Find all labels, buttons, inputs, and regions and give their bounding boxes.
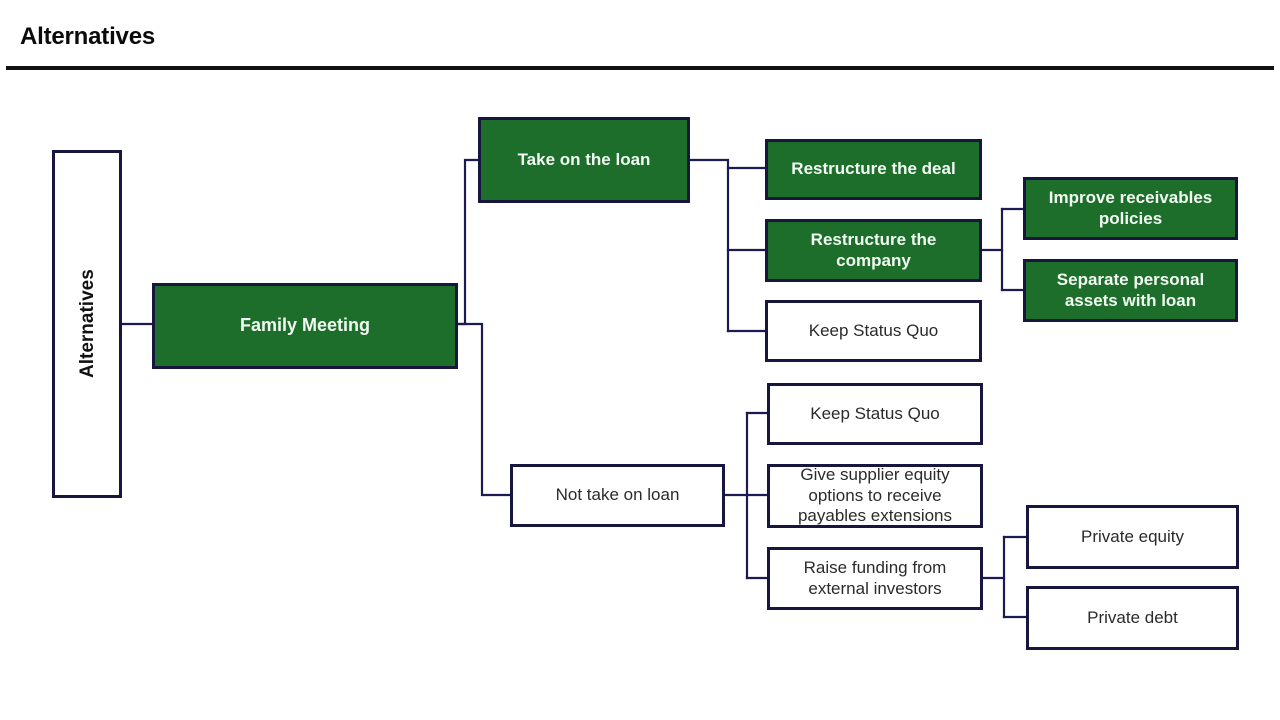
node-label: Take on the loan — [517, 149, 651, 169]
header-divider — [6, 66, 1274, 70]
edge-family-to-not-take-loan — [456, 322, 512, 497]
edge-family-to-take-loan — [456, 158, 480, 326]
edge-restructure-company-stem — [980, 248, 1004, 292]
node-label: Alternatives — [76, 269, 98, 379]
node-label: Separate personal assets with loan — [1056, 269, 1205, 310]
node-alternatives-root[interactable]: Alternatives — [52, 150, 122, 498]
node-label: Keep Status Quo — [808, 320, 939, 340]
node-give-supplier-equity-options[interactable]: Give supplier equity options to receive … — [767, 464, 983, 528]
node-keep-status-quo-lower[interactable]: Keep Status Quo — [767, 383, 983, 445]
node-raise-funding-external-investors[interactable]: Raise funding from external investors — [767, 547, 983, 610]
page-title: Alternatives — [20, 23, 155, 50]
edge-raisefunding-stem — [981, 576, 1006, 619]
node-separate-personal-assets-with-loan[interactable]: Separate personal assets with loan — [1023, 259, 1238, 322]
node-private-debt[interactable]: Private debt — [1026, 586, 1239, 650]
node-label: Restructure the company — [810, 229, 937, 270]
node-keep-status-quo-upper[interactable]: Keep Status Quo — [765, 300, 982, 362]
node-private-equity[interactable]: Private equity — [1026, 505, 1239, 569]
node-take-on-the-loan[interactable]: Take on the loan — [478, 117, 690, 203]
node-not-take-on-loan[interactable]: Not take on loan — [510, 464, 725, 527]
node-label: Family Meeting — [239, 315, 371, 336]
node-label: Keep Status Quo — [810, 403, 940, 423]
node-label: Give supplier equity options to receive … — [797, 464, 953, 526]
page-header: Alternatives — [0, 0, 1280, 70]
edge-takeloan-stem — [688, 158, 730, 333]
node-label: Improve receivables policies — [1048, 187, 1213, 228]
node-improve-receivables-policies[interactable]: Improve receivables policies — [1023, 177, 1238, 240]
node-family-meeting[interactable]: Family Meeting — [152, 283, 458, 369]
node-label: Raise funding from external investors — [803, 557, 947, 598]
node-restructure-the-company[interactable]: Restructure the company — [765, 219, 982, 282]
node-label: Not take on loan — [555, 485, 680, 505]
edge-nottakeloan-stem — [723, 493, 749, 580]
node-restructure-the-deal[interactable]: Restructure the deal — [765, 139, 982, 200]
node-label: Restructure the deal — [791, 159, 956, 179]
node-label: Private equity — [1081, 526, 1184, 546]
node-label: Private debt — [1087, 607, 1178, 627]
